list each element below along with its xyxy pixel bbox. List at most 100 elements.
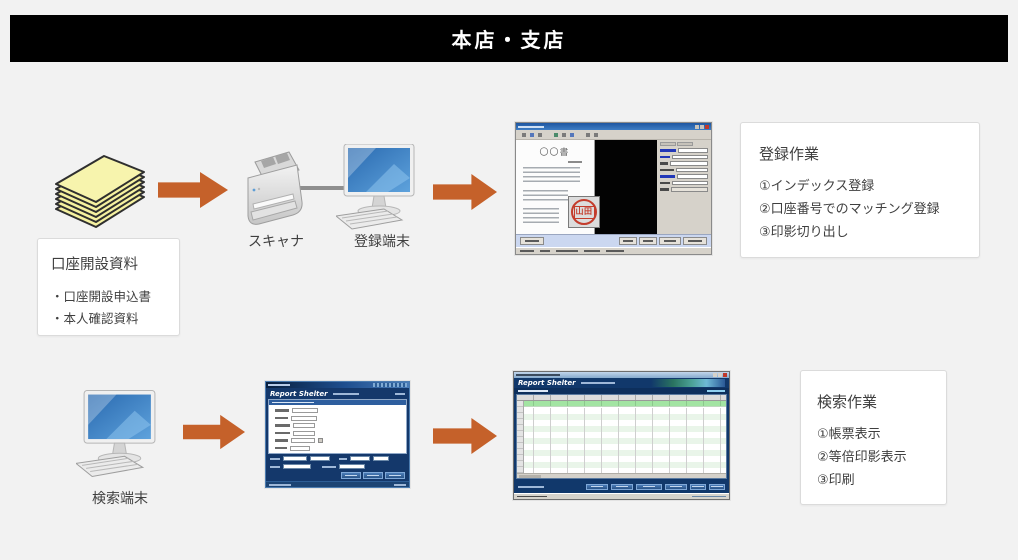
banner-title: 本店・支店 bbox=[451, 28, 567, 52]
app-toolbar bbox=[516, 130, 711, 140]
app-button bbox=[619, 237, 637, 245]
titlebar-text bbox=[268, 384, 290, 386]
button-text bbox=[664, 240, 676, 242]
form-row bbox=[275, 423, 406, 428]
image-viewer-pane bbox=[595, 140, 657, 234]
flow-arrow-icon bbox=[433, 173, 497, 211]
button-text bbox=[389, 474, 401, 477]
toolbar-icon bbox=[530, 132, 534, 137]
table-header-row bbox=[517, 395, 726, 401]
form-row bbox=[275, 438, 406, 443]
form-row bbox=[660, 161, 708, 166]
flow-arrow-icon bbox=[183, 414, 245, 450]
field-input bbox=[339, 464, 365, 469]
button-row bbox=[266, 472, 409, 481]
form-row bbox=[660, 148, 708, 153]
button-text bbox=[643, 240, 653, 242]
form-row bbox=[275, 415, 406, 421]
status-text bbox=[584, 250, 600, 252]
header-decoration bbox=[651, 379, 725, 387]
field-label bbox=[660, 155, 670, 158]
horizontal-scrollbar bbox=[517, 473, 726, 478]
field-input bbox=[291, 438, 315, 443]
field-input bbox=[678, 148, 708, 153]
status-text bbox=[520, 250, 534, 252]
button-text bbox=[345, 474, 357, 477]
document-text-lines bbox=[523, 208, 559, 224]
header-text bbox=[580, 382, 615, 384]
search-form-panel bbox=[268, 399, 407, 454]
status-text bbox=[518, 485, 544, 488]
search-app-screenshot: Report Shelter bbox=[265, 381, 410, 488]
documents-box-list: ・口座開設申込書 ・本人確認資料 bbox=[51, 286, 166, 330]
status-text bbox=[692, 495, 726, 498]
header-text bbox=[332, 392, 359, 395]
result-count-band bbox=[514, 388, 729, 394]
panel-tabs bbox=[660, 142, 708, 146]
titlebar-decoration bbox=[373, 383, 407, 387]
results-app-screenshot: Report Shelter bbox=[513, 371, 730, 500]
header-text bbox=[395, 392, 405, 395]
app-button bbox=[639, 237, 657, 245]
field-label bbox=[660, 175, 675, 178]
field-label bbox=[660, 149, 676, 152]
field-label bbox=[322, 465, 336, 468]
app-button bbox=[586, 483, 608, 490]
field-input bbox=[672, 154, 708, 159]
documents-box-title: 口座開設資料 bbox=[51, 257, 138, 273]
toolbar-icon bbox=[594, 132, 598, 137]
document-preview-pane: 〇〇書 山田 bbox=[516, 140, 600, 234]
browse-button bbox=[318, 438, 323, 443]
selected-table-row bbox=[517, 401, 726, 407]
button-text bbox=[692, 485, 704, 488]
hanko-stamp-icon: 山田 bbox=[571, 199, 597, 225]
status-text bbox=[556, 250, 578, 252]
button-band bbox=[516, 234, 711, 247]
app-titlebar bbox=[516, 123, 711, 130]
field-input bbox=[291, 415, 317, 421]
document-title: 〇〇書 bbox=[539, 148, 570, 158]
app-logo: Report Shelter bbox=[270, 389, 328, 398]
field-input bbox=[292, 408, 318, 413]
close-icon bbox=[723, 373, 727, 377]
app-button bbox=[341, 472, 361, 479]
field-input bbox=[676, 167, 708, 172]
panel-header-text bbox=[272, 401, 314, 404]
tab bbox=[660, 142, 676, 146]
toolbar-icon bbox=[562, 132, 566, 137]
search-tasks-list: ①帳票表示 ②等倍印影表示 ③印刷 bbox=[817, 424, 930, 492]
button-text bbox=[643, 485, 655, 488]
app-statusbar bbox=[516, 247, 711, 254]
toolbar-icon bbox=[538, 132, 542, 137]
toolbar-icon bbox=[522, 132, 526, 137]
button-text bbox=[525, 240, 539, 242]
field-label bbox=[660, 181, 670, 184]
field-label bbox=[275, 416, 288, 420]
field-input bbox=[293, 430, 315, 436]
status-text bbox=[540, 250, 550, 252]
toolbar-icon bbox=[570, 132, 574, 137]
titlebar-text bbox=[516, 374, 560, 376]
app-button bbox=[665, 483, 687, 490]
app-titlebar bbox=[514, 372, 729, 378]
form-row bbox=[660, 154, 708, 159]
index-entry-pane bbox=[657, 140, 711, 234]
title-banner: 本店・支店 bbox=[10, 15, 1008, 62]
app-logo: Report Shelter bbox=[518, 379, 576, 387]
list-item: ・本人確認資料 bbox=[51, 310, 139, 326]
app-button bbox=[520, 237, 544, 245]
toolbar-icon bbox=[586, 132, 590, 137]
button-row bbox=[514, 482, 729, 491]
stamp-magnifier: 山田 bbox=[568, 196, 600, 228]
form-row bbox=[270, 456, 405, 461]
search-terminal-icon bbox=[76, 390, 156, 478]
tab bbox=[677, 142, 693, 146]
document-stack-icon bbox=[55, 155, 145, 228]
toolbar-icon bbox=[554, 132, 558, 137]
field-input bbox=[283, 456, 307, 461]
app-titlebar bbox=[266, 382, 409, 388]
button-text bbox=[670, 485, 682, 488]
titlebar-text bbox=[518, 125, 544, 128]
list-item: ②口座番号でのマッチング登録 bbox=[759, 201, 940, 217]
